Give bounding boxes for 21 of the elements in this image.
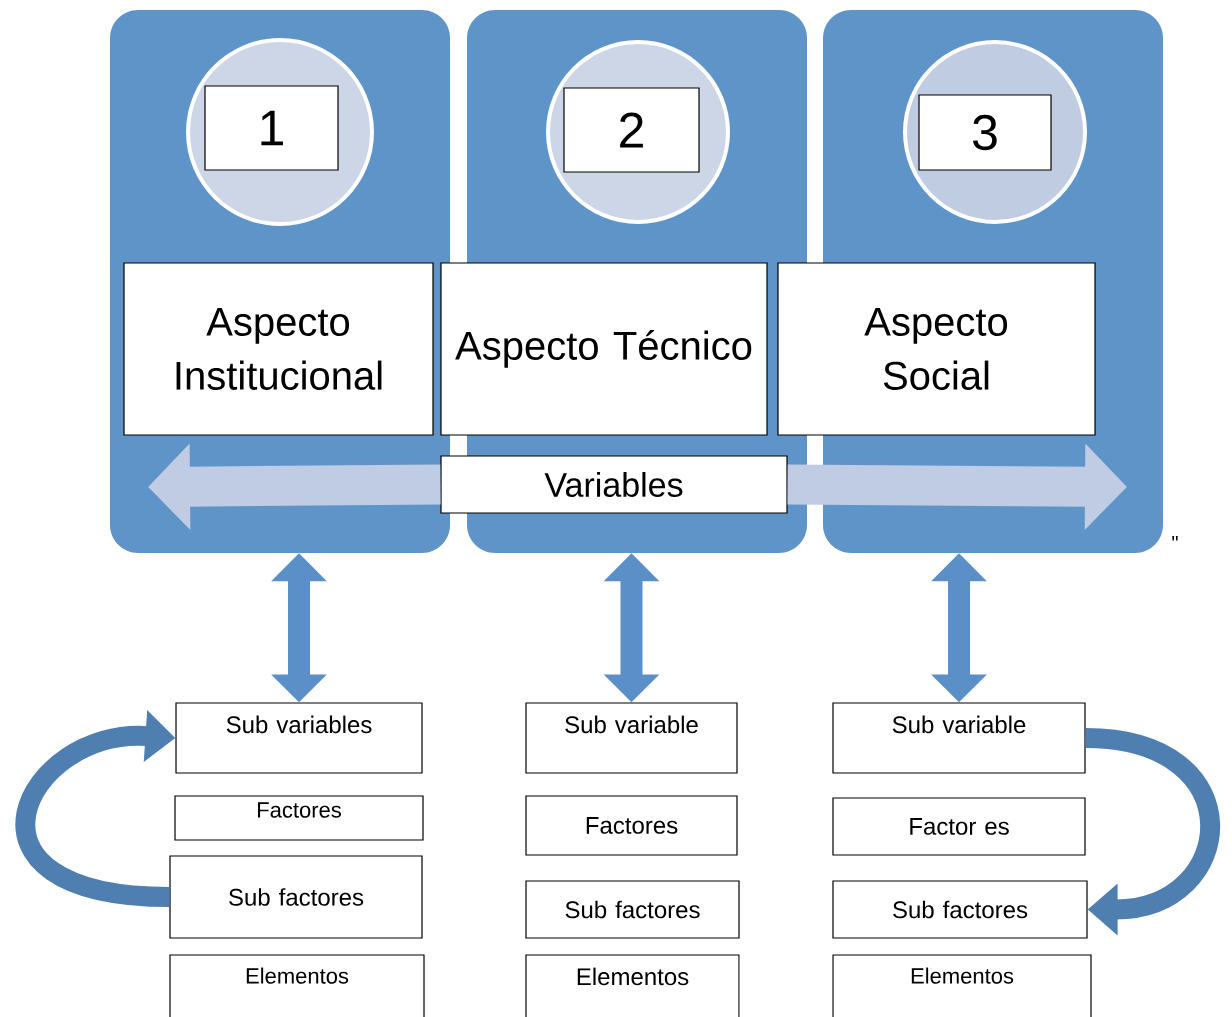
item-box: Sub factores: [525, 880, 740, 939]
item-box: Elementos: [832, 954, 1092, 1017]
quote-mark: ": [1172, 536, 1178, 541]
item-box: Factores: [174, 795, 424, 841]
item-box: Sub variable: [832, 702, 1086, 774]
item-box: Sub variables: [175, 702, 423, 774]
item-box: Factores: [525, 795, 738, 856]
number-box: 1: [204, 85, 339, 171]
item-box: Factor es: [832, 797, 1086, 856]
item-box: Sub variable: [525, 702, 738, 774]
number-box: 2: [563, 87, 700, 173]
item-box: Elementos: [169, 954, 425, 1017]
number-box: 3: [918, 94, 1052, 171]
variables-box: Variables: [440, 455, 788, 514]
item-box: Elementos: [525, 954, 740, 1017]
curved-arrow: [1084, 728, 1220, 936]
aspect-box: Aspecto Técnico: [440, 262, 768, 436]
item-box: Sub factores: [169, 855, 423, 939]
aspect-box: Aspecto Social: [777, 262, 1096, 436]
aspect-box: Aspecto Institucional: [123, 262, 434, 436]
item-box: Sub factores: [832, 880, 1088, 939]
